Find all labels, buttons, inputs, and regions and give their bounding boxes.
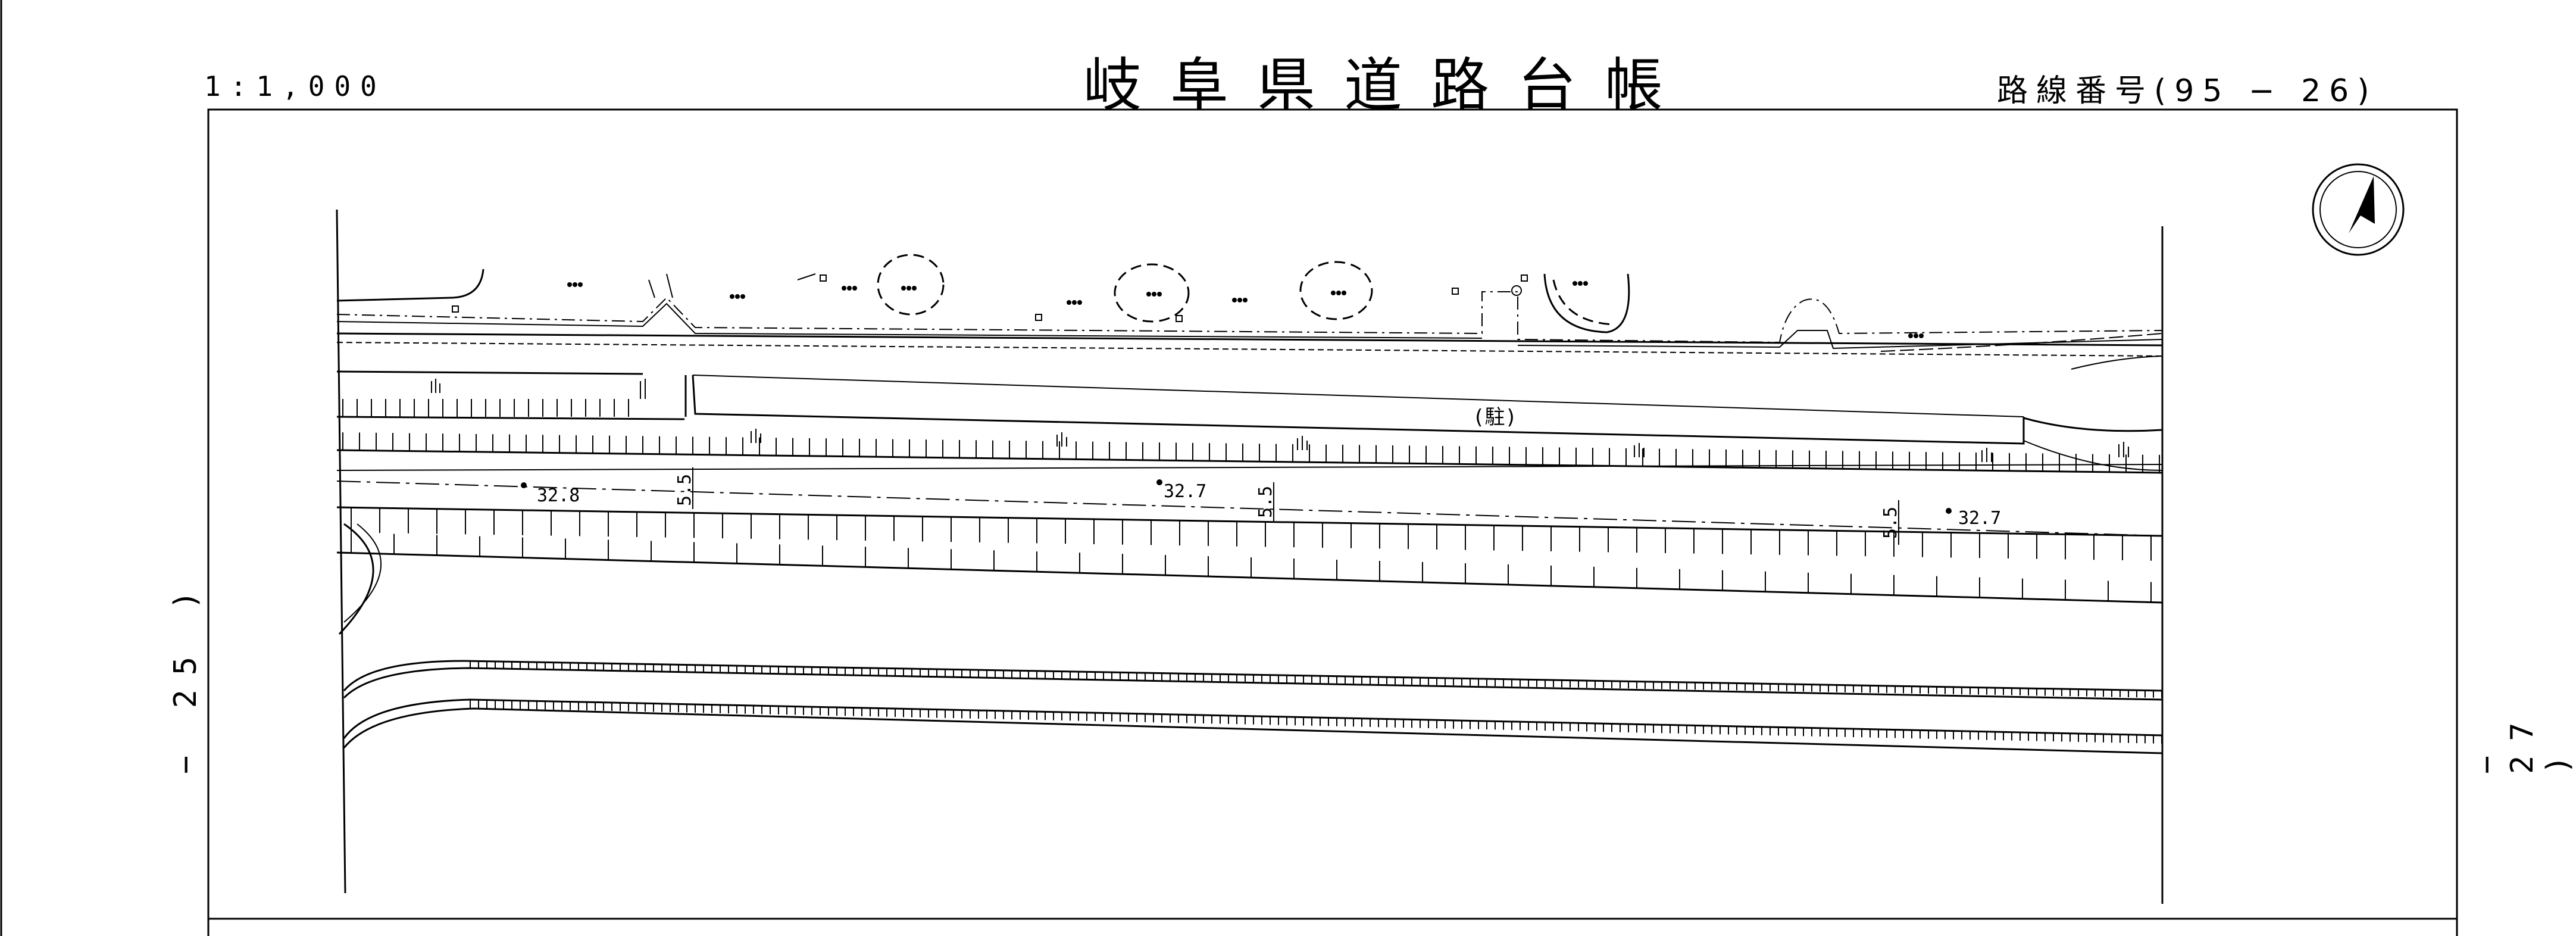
sheet-boundary-left bbox=[336, 209, 346, 894]
small-structures bbox=[452, 273, 1528, 322]
boundary-lines bbox=[336, 269, 2163, 370]
lane-width-3: 5.5 bbox=[1880, 507, 1901, 539]
shrub-dots bbox=[567, 281, 1924, 338]
route-number: 路線番号(95 − 26) bbox=[1997, 73, 2378, 109]
elevation-3: 32.7 bbox=[1958, 508, 2001, 529]
page-title: 岐阜県道路台帳 bbox=[1083, 52, 1692, 120]
road-edges bbox=[336, 370, 2163, 604]
center-line bbox=[336, 481, 2163, 536]
elevations: 32.8 32.7 32.7 bbox=[521, 479, 2001, 529]
map-scale: 1:1,000 bbox=[204, 70, 386, 102]
vegetation bbox=[877, 254, 1630, 333]
lane-widths: 5.5 5.5 5.5 bbox=[674, 467, 1901, 545]
lane-width-2: 5.5 bbox=[1255, 486, 1276, 518]
north-arrow-icon bbox=[2312, 163, 2405, 256]
lane-width-1: 5.5 bbox=[674, 474, 695, 506]
utility-marks bbox=[431, 379, 2129, 462]
guardrail-ticks bbox=[470, 661, 2162, 744]
parking-label: (駐) bbox=[1473, 405, 1517, 429]
map-frame bbox=[207, 108, 2458, 936]
curb-ticks bbox=[342, 399, 2160, 603]
elevation-2: 32.7 bbox=[1164, 481, 1206, 502]
guardrail-bands bbox=[343, 660, 2163, 754]
corner-curve bbox=[338, 523, 382, 635]
parking-area bbox=[684, 375, 2025, 445]
elevation-1: 32.8 bbox=[537, 485, 580, 506]
